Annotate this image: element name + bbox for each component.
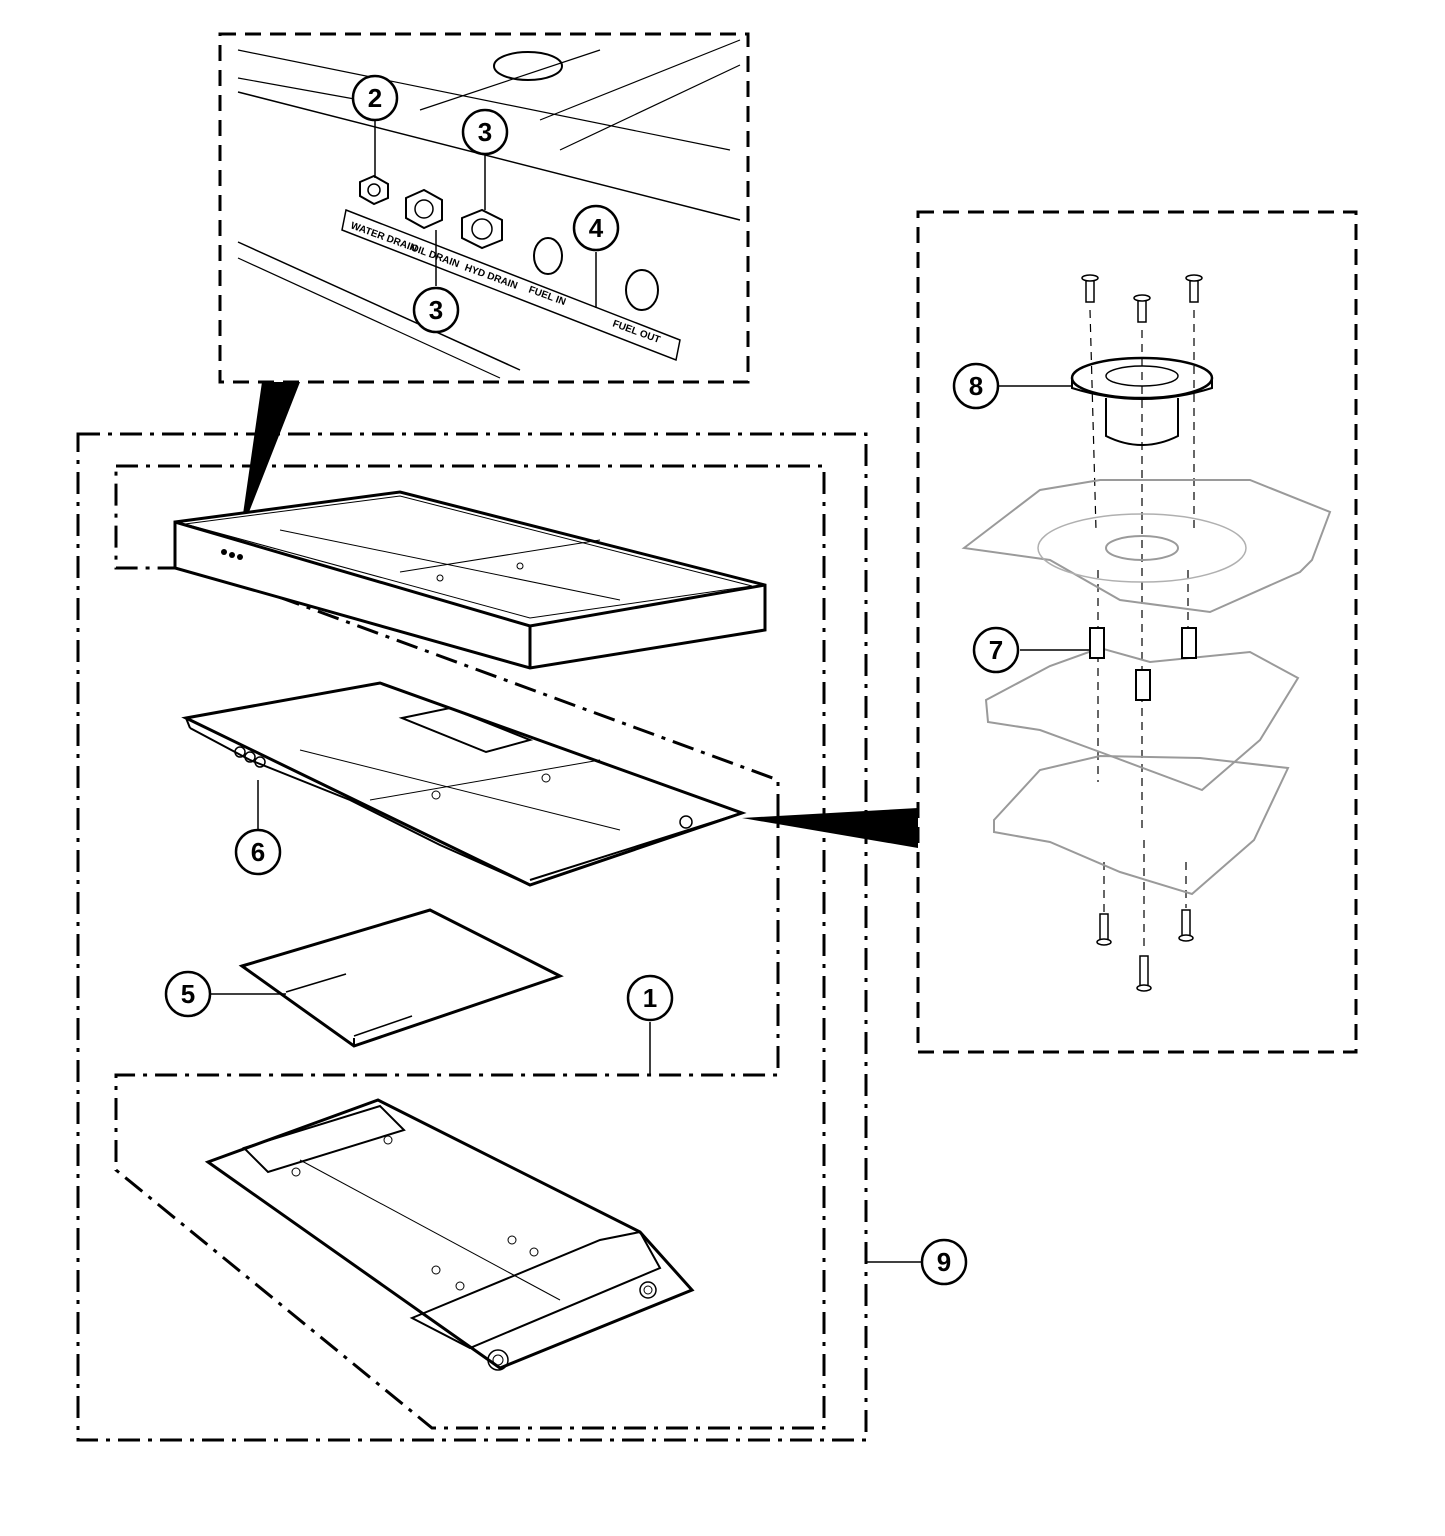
svg-text:2: 2 xyxy=(368,83,382,113)
isolator-mount-inset xyxy=(916,210,1358,1054)
callout-7: 7 xyxy=(972,626,1020,674)
svg-text:6: 6 xyxy=(251,837,265,867)
hyd-drain-fitting xyxy=(461,208,503,250)
base-plate xyxy=(204,1098,695,1371)
callout-6: 6 xyxy=(234,828,282,876)
svg-text:3: 3 xyxy=(478,117,492,147)
callout-9: 9 xyxy=(920,1238,968,1286)
svg-text:8: 8 xyxy=(969,371,983,401)
svg-text:5: 5 xyxy=(181,979,195,1009)
inset-pointer xyxy=(240,382,300,535)
callout-1: 1 xyxy=(626,974,674,1022)
fuel-in-port xyxy=(533,237,563,275)
cover-plate xyxy=(238,908,564,1048)
frame-tray xyxy=(173,490,767,670)
svg-text:9: 9 xyxy=(937,1247,951,1277)
bottom-bolts xyxy=(1096,909,1194,992)
top-screws xyxy=(1081,274,1203,323)
svg-text:4: 4 xyxy=(589,213,604,243)
svg-text:7: 7 xyxy=(989,635,1003,665)
upper-floor-layer xyxy=(961,479,1332,614)
mount-pointer xyxy=(742,808,918,848)
drip-pan xyxy=(181,681,747,887)
oil-drain-fitting xyxy=(405,188,443,230)
svg-text:3: 3 xyxy=(429,295,443,325)
water-drain-fitting xyxy=(359,174,389,206)
svg-text:1: 1 xyxy=(643,983,657,1013)
callout-4: 4 xyxy=(572,204,620,252)
callout-5: 5 xyxy=(164,970,212,1018)
assembly-boundary-9 xyxy=(76,432,868,1442)
callout-2: 2 xyxy=(351,74,399,122)
callout-3-top: 3 xyxy=(461,108,509,156)
fuel-out-port xyxy=(625,269,659,311)
assembly-boundary-1 xyxy=(114,464,826,1430)
spacers xyxy=(1089,627,1197,701)
callout-3-bottom: 3 xyxy=(412,286,460,334)
drain-port-detail-inset: WATER DRAIN OIL DRAIN HYD DRAIN FUEL IN … xyxy=(218,32,750,384)
callout-8: 8 xyxy=(952,362,1000,410)
lower-floor-layer xyxy=(993,754,1290,896)
